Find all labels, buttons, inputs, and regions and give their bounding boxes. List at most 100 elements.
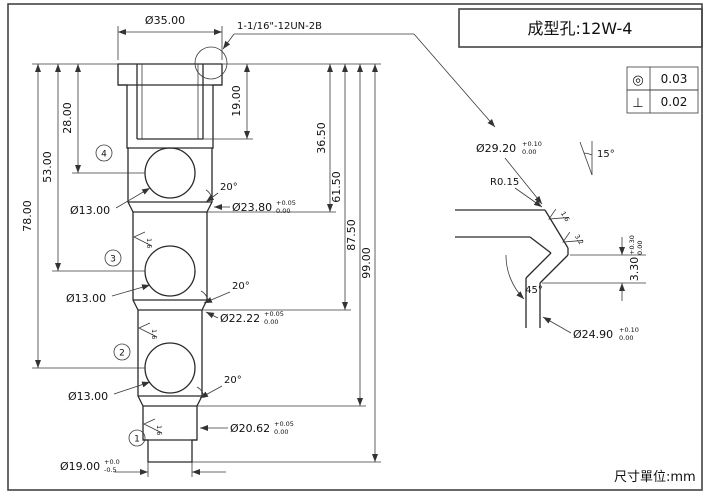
cross-hole-3 <box>144 245 196 297</box>
perpendicularity-value: 0.02 <box>661 95 688 109</box>
gdt-frame-concentricity: ◎ 0.03 <box>626 66 699 91</box>
gdt-frame-perpendicularity: ⊥ 0.02 <box>626 89 699 114</box>
dim-99: 99.00 <box>192 64 381 463</box>
concentricity-icon: ◎ <box>632 73 643 88</box>
dim-dia-35-label: Ø35.00 <box>145 14 185 27</box>
taper-20-label: 20° <box>232 281 250 292</box>
dia-24-90-value: Ø24.90 <box>573 328 613 341</box>
dia-24-90-lower-tol: 0.00 <box>619 334 633 342</box>
title-block: 成型孔:12W-4 <box>458 8 703 48</box>
gdt-box <box>626 89 699 114</box>
dia-13-label: Ø13.00 <box>66 292 106 305</box>
dim-dia-35: Ø35.00 <box>117 14 223 60</box>
section-3-label: 3 <box>110 255 116 265</box>
dia-19-lower-tol: -0.5 <box>104 466 117 474</box>
section-balloon-2: 2 <box>113 343 131 361</box>
dim-36-5-label: 36.50 <box>315 122 328 154</box>
callout-dia-22-22: Ø22.22 +0.05 0.00 <box>205 310 284 326</box>
thread-callout-label: 1-1/16"-12UN-2B <box>237 21 322 32</box>
finish-value: 1.6 <box>559 210 571 223</box>
detail-view-leader <box>413 33 496 128</box>
perpendicularity-icon: ⊥ <box>632 96 643 111</box>
callout-taper-20-bottom: 20° <box>196 375 242 399</box>
section-balloon-4: 4 <box>95 144 113 162</box>
finish-mark-1-6: 1.6 <box>133 231 153 248</box>
taper-20-label: 20° <box>224 375 242 386</box>
dia-20-62-lower-tol: 0.00 <box>274 428 288 436</box>
dim-87-5: 87.50 <box>197 64 366 407</box>
section-balloon-1: 1 <box>128 429 146 447</box>
dim-87-5-label: 87.50 <box>345 219 358 251</box>
callout-taper-20-top: 20° <box>205 182 238 203</box>
concentricity-value: 0.03 <box>661 72 688 86</box>
section-1-label: 1 <box>134 435 140 445</box>
dia-22-22-upper-tol: +0.05 <box>264 310 284 318</box>
dim-36-5: 36.50 <box>207 64 336 213</box>
section-4-label: 4 <box>101 150 107 160</box>
dim-19-label: 19.00 <box>230 85 243 117</box>
callout-angle-15: 15° <box>579 141 615 176</box>
unit-label: 尺寸單位:mm <box>614 470 696 485</box>
dim-78-label: 78.00 <box>21 200 34 232</box>
callout-dia-13-top: Ø13.00 <box>70 187 151 217</box>
dim-99-label: 99.00 <box>360 247 373 279</box>
dia-29-20-lower-tol: 0.00 <box>522 148 536 156</box>
dim-78: 78.00 <box>21 64 145 369</box>
dia-20-62-upper-tol: +0.05 <box>274 420 294 428</box>
callout-thread: 1-1/16"-12UN-2B <box>194 21 496 128</box>
cross-hole-4 <box>144 147 196 199</box>
taper-20-label: 20° <box>220 182 238 193</box>
callout-taper-20-middle: 20° <box>200 281 250 304</box>
finish-value: 1.6 <box>145 238 153 248</box>
dim-dia-19: Ø19.00 +0.0 -0.5 <box>60 458 226 477</box>
callout-dia-29-20: Ø29.20 +0.10 0.00 <box>476 140 543 205</box>
finish-mark-1-6: 1.6 <box>143 418 163 435</box>
finish-value: 1.6 <box>155 425 163 435</box>
dim-61-5-label: 61.50 <box>330 171 343 203</box>
finish-value: 1.6 <box>150 329 158 339</box>
dim-53-label: 53.00 <box>41 151 54 183</box>
finish-mark-1-6: 1.6 <box>138 322 158 339</box>
drawing-title: 成型孔:12W-4 <box>528 19 633 38</box>
detail-balloon-circle <box>194 46 228 80</box>
depth-3-30-lower-tol: 0.00 <box>636 241 644 255</box>
finish-value: 3.2 <box>573 233 585 246</box>
dia-23-80-upper-tol: +0.05 <box>276 199 296 207</box>
dim-19: 19.00 <box>203 64 253 140</box>
angle-15-label: 15° <box>597 149 615 160</box>
dia-19-upper-tol: +0.0 <box>104 458 120 466</box>
dim-53: 53.00 <box>41 64 145 272</box>
dia-23-80-lower-tol: 0.00 <box>276 207 290 215</box>
dia-24-90-upper-tol: +0.10 <box>619 326 639 334</box>
dim-28: 28.00 <box>61 64 145 174</box>
dia-20-62-value: Ø20.62 <box>230 422 270 435</box>
radius-label: R0.15 <box>490 177 519 188</box>
callout-dia-13-middle: Ø13.00 <box>66 284 151 305</box>
dia-19-value: Ø19.00 <box>60 460 100 473</box>
cross-hole-2 <box>144 342 196 394</box>
finish-mark-1-6-detail: 1.6 <box>548 208 571 223</box>
sheet-border <box>7 3 703 491</box>
callout-angle-45: 45° <box>505 254 543 300</box>
finish-mark-3-2-detail: 3.2 <box>562 231 585 246</box>
section-balloon-3: 3 <box>104 249 122 267</box>
dia-22-22-value: Ø22.22 <box>220 312 260 325</box>
detail-profile <box>455 209 569 328</box>
title-box <box>458 8 703 48</box>
dia-22-22-lower-tol: 0.00 <box>264 318 278 326</box>
dim-28-label: 28.00 <box>61 102 74 134</box>
depth-3-30-upper-tol: +0.30 <box>628 235 636 255</box>
part-outline <box>117 63 223 463</box>
dia-23-80-value: Ø23.80 <box>232 201 272 214</box>
angle-45-label: 45° <box>525 285 543 296</box>
callout-dia-23-80: Ø23.80 +0.05 0.00 <box>214 199 296 215</box>
depth-3-30-value: 3.30 <box>628 257 641 282</box>
dia-29-20-value: Ø29.20 <box>476 142 516 155</box>
dim-3-30: 3.30 +0.30 0.00 <box>542 235 646 301</box>
dia-13-label: Ø13.00 <box>70 204 110 217</box>
callout-dia-20-62: Ø20.62 +0.05 0.00 <box>200 420 294 436</box>
callout-radius-0-15: R0.15 <box>490 177 543 208</box>
callout-dia-24-90: Ø24.90 +0.10 0.00 <box>542 316 639 342</box>
